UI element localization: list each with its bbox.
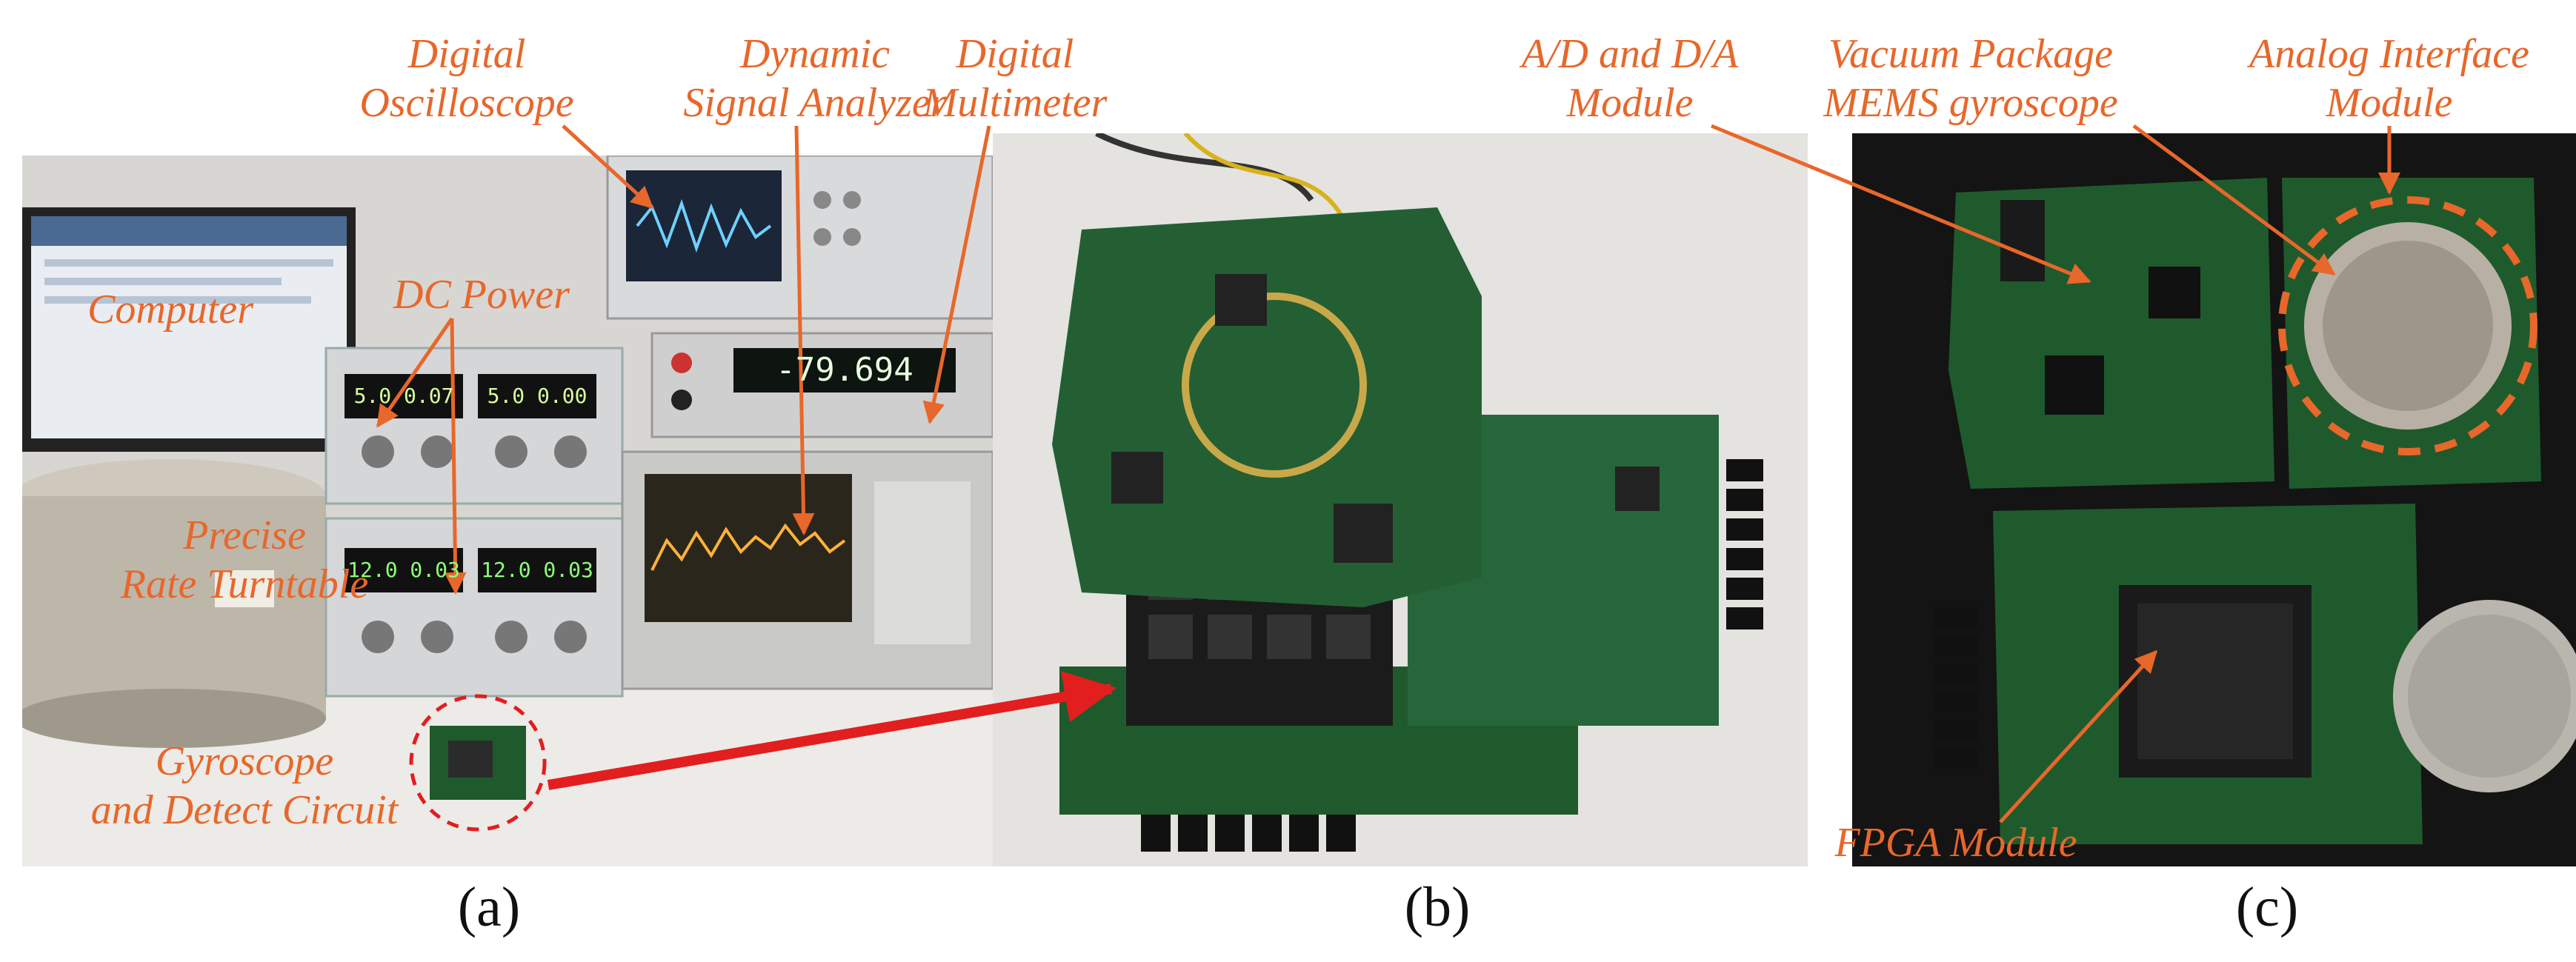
- label-fpga-module: FPGA Module: [1834, 820, 2077, 866]
- label-dc-power: DC Power: [393, 272, 570, 318]
- label-ad-da-module: A/D and D/A Module: [1521, 31, 1739, 126]
- label-vacuum-package-mems: Vacuum Package MEMS gyroscope: [1823, 31, 2118, 126]
- panel-c-module-boards-photo: [1852, 133, 2576, 866]
- computer-illustration: [22, 207, 356, 452]
- oscilloscope-illustration: [606, 156, 993, 320]
- psu-top-right-readout: 5.0 0.00: [487, 384, 588, 408]
- label-computer: Computer: [87, 287, 253, 333]
- gyroscope-circuit-illustration: [409, 694, 547, 832]
- dc-power-supply-top: [325, 347, 624, 505]
- label-digital-oscilloscope: Digital Oscilloscope: [359, 31, 574, 126]
- rate-turntable-illustration: [22, 459, 326, 748]
- signal-analyzer-illustration: [621, 450, 993, 690]
- label-dynamic-signal-analyzer: Dynamic Signal Analyzer: [683, 31, 947, 126]
- dc-power-supply-bottom: [325, 517, 624, 698]
- module-boards-scene: [1852, 133, 2576, 866]
- label-analog-interface-module: Analog Interface Module: [2249, 31, 2529, 126]
- label-precise-rate-turntable: Precise Rate Turntable: [120, 512, 369, 607]
- caption-c: (c): [2235, 876, 2299, 938]
- panel-b-stacked-pcb-photo: [993, 133, 1808, 866]
- psu-bottom-right-readout: 12.0 0.03: [481, 558, 593, 582]
- caption-a: (a): [457, 876, 521, 938]
- panel-a-test-bench-photo: [22, 156, 993, 866]
- label-gyroscope-detect-circuit: Gyroscope and Detect Circuit: [90, 738, 399, 833]
- caption-b: (b): [1404, 876, 1471, 938]
- multimeter-readout: -79.694: [776, 351, 913, 389]
- stacked-pcb-scene: [993, 133, 1808, 866]
- test-bench-scene: [22, 156, 993, 866]
- psu-top-left-readout: 5.0 0.07: [353, 384, 454, 408]
- label-digital-multimeter: Digital Multimeter: [922, 31, 1108, 126]
- psu-bottom-left-readout: 12.0 0.03: [347, 558, 460, 582]
